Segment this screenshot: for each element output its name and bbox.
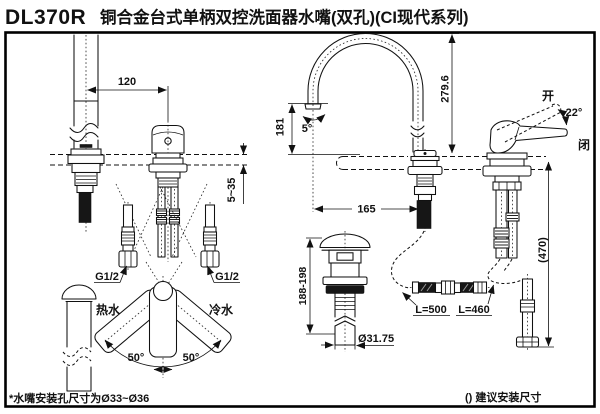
handle-front (148, 121, 188, 262)
dim-diameter-label: Ø31.75 (358, 333, 394, 345)
install-axes (115, 183, 208, 285)
inlet-connector-left (118, 202, 138, 270)
mounting-hole-note: *水嘴安装孔尺寸为Ø33~Ø36 (9, 391, 149, 405)
inlet-connector-right (200, 202, 220, 270)
l500-text: L=500 (415, 304, 447, 316)
cold-water-label: 冷水 (209, 302, 234, 317)
dim-center-distance: 120 (87, 76, 169, 121)
footnotes: *水嘴安装孔尺寸为Ø33~Ø36 () 建议安装尺寸 (9, 390, 541, 405)
dim-outlet-height: 181 (275, 103, 360, 155)
dim-120-label: 120 (118, 76, 136, 88)
dim-drain-diameter: Ø31.75 (321, 333, 394, 350)
dim-spout-height: 279.6 (368, 33, 459, 154)
dim-deck-thickness: 5~35 (226, 143, 248, 204)
angle-5-label: 5° (302, 123, 313, 135)
swing-left-label: 50° (128, 352, 145, 364)
hot-water-label: 热水 (96, 302, 121, 317)
title-bar: DL370R 铜合金台式单柄双控洗面器水嘴(双孔)(CI现代系列) (5, 6, 468, 29)
front-view: 120 5 (50, 34, 248, 392)
spout-base-side (407, 149, 443, 232)
gooseneck-spout (304, 33, 425, 155)
tube-connectors (155, 208, 181, 225)
counter-lines-side (343, 156, 546, 170)
product-description: 铜合金台式单柄双控洗面器水嘴(双孔)(CI现代系列) (100, 7, 468, 27)
vertical-supply-pipe: (470) (515, 161, 554, 351)
dim-188-198-label: 188-198 (297, 267, 309, 306)
dim-165-label: 165 (357, 204, 375, 216)
g12-left-label: G1/2 (95, 271, 119, 283)
thread-label-right: G1/2 (207, 265, 240, 283)
dim-drain-height: 188-198 (297, 237, 335, 335)
spout-front (67, 34, 105, 232)
handle-swing-diagram: 50° 50° 热水 冷水 (94, 276, 234, 378)
product-model: DL370R (5, 6, 86, 29)
thread-label-left: G1/2 (94, 265, 127, 283)
side-view: 5° 181 279.6 165 (275, 33, 590, 352)
outlet-angle: 5° (302, 114, 326, 135)
swing-right-label: 50° (183, 352, 200, 364)
recommended-note: () 建议安装尺寸 (465, 390, 541, 404)
spout-side-tube (61, 284, 97, 392)
dim-470-label: (470) (537, 237, 549, 263)
dim-279-label: 279.6 (440, 75, 452, 103)
handle-closed-label: 闭 (578, 137, 590, 152)
dim-5-35-label: 5~35 (226, 178, 238, 203)
dim-hose-drop: (470) (533, 161, 554, 348)
hose-long-label: L=500 (402, 292, 450, 316)
g12-right-label: G1/2 (215, 271, 239, 283)
popup-drain: 188-198 Ø31.75 (297, 231, 394, 352)
handle-side: 开 22° 闭 (482, 89, 590, 284)
dim-181-label: 181 (275, 118, 287, 136)
l460-text: L=460 (458, 304, 490, 316)
handle-angle-label: 22° (566, 107, 583, 119)
supply-hoses: L=500 L=460 (390, 230, 495, 316)
dim-spout-reach: 165 (312, 110, 419, 216)
hose-short-label: L=460 (456, 284, 495, 316)
handle-open-label: 开 (542, 89, 554, 103)
